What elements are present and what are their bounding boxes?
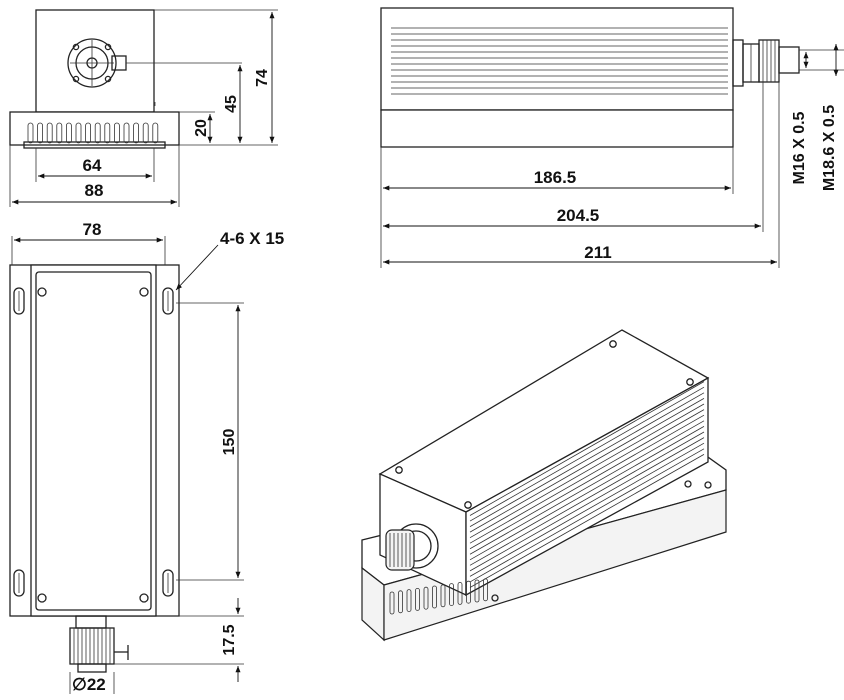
front-body — [35, 9, 155, 113]
dim-150: 150 — [221, 429, 238, 456]
fin — [75, 122, 82, 144]
dim-64: 64 — [83, 156, 102, 175]
fin — [466, 580, 471, 604]
fin — [114, 122, 120, 144]
fin-line — [469, 448, 705, 583]
fin-line — [469, 409, 705, 544]
fin — [415, 588, 420, 611]
iso-side-face — [465, 376, 709, 597]
dim-17-5: 17.5 — [221, 624, 238, 655]
fin — [133, 122, 140, 144]
side-body — [380, 7, 734, 111]
fin — [56, 122, 63, 144]
fin — [457, 582, 463, 605]
fin-line — [469, 442, 705, 577]
fin — [85, 122, 91, 144]
connector-flange — [67, 38, 117, 88]
fin — [104, 122, 111, 144]
dim-connector-diameter: ∅22 — [72, 675, 106, 694]
mount-slot — [13, 569, 25, 597]
fin — [66, 122, 72, 144]
fin-line — [469, 392, 705, 527]
fin — [46, 122, 53, 144]
dim-186-5: 186.5 — [534, 168, 577, 187]
fin — [398, 590, 403, 614]
dim-204-5: 204.5 — [557, 206, 600, 225]
fin — [142, 122, 149, 144]
dim-thread-m18-6: M18.6 X 0.5 — [821, 105, 838, 191]
fin-line — [469, 431, 705, 566]
mount-slot — [13, 287, 25, 315]
front-view: 74 45 20 64 88 — [9, 9, 278, 207]
fin — [123, 122, 130, 144]
mount-slot — [162, 569, 174, 597]
fin — [449, 583, 454, 606]
front-base — [9, 111, 180, 146]
fin — [152, 122, 159, 144]
dim-74: 74 — [254, 69, 271, 87]
dim-211: 211 — [584, 243, 611, 262]
fin — [483, 578, 488, 602]
fin — [389, 591, 395, 615]
fin — [94, 122, 101, 144]
side-base — [380, 109, 734, 148]
isometric-view — [361, 329, 727, 642]
fin-line — [469, 398, 705, 533]
fin-line — [469, 414, 705, 550]
side-view: M16 X 0.5 M18.6 X 0.5 186.5 204.5 211 — [380, 7, 844, 268]
fin-line — [469, 437, 705, 572]
fin — [440, 584, 446, 608]
iso-fins — [469, 381, 705, 588]
fin-line — [469, 403, 705, 539]
dim-78: 78 — [83, 220, 102, 239]
fin-line — [469, 420, 705, 555]
dim-20: 20 — [193, 119, 210, 137]
fin-line — [469, 426, 705, 561]
dim-45: 45 — [223, 95, 240, 113]
top-body — [30, 264, 157, 617]
dim-mount-slots: 4-6 X 15 — [220, 229, 284, 248]
fin — [432, 585, 437, 609]
cooling-fins — [27, 122, 159, 144]
fin — [37, 122, 43, 144]
dim-88: 88 — [85, 181, 104, 200]
side-fins — [391, 27, 728, 95]
top-view: 78 4-6 X 15 150 ∅22 17.5 — [9, 220, 284, 694]
fin — [423, 586, 429, 610]
fin-line — [469, 386, 705, 522]
fin-line — [469, 454, 705, 588]
mount-slot — [162, 287, 174, 315]
fin — [27, 122, 34, 144]
fin — [474, 579, 480, 603]
fin-line — [469, 381, 705, 516]
fin — [406, 589, 412, 612]
dim-thread-m16: M16 X 0.5 — [791, 111, 808, 184]
